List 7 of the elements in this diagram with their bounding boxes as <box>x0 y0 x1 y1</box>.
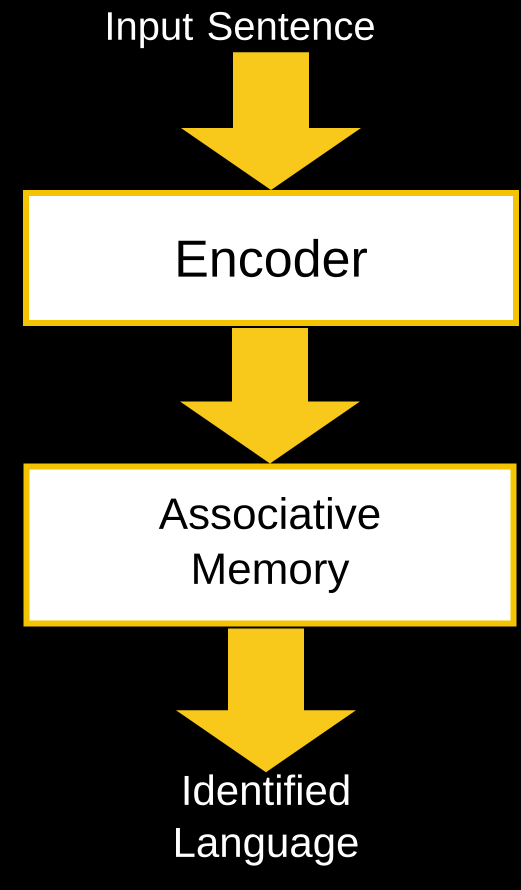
block-arrow <box>181 52 361 190</box>
process-box: Encoder <box>23 190 519 326</box>
text-label: Input Sentence <box>108 12 374 48</box>
block-arrow <box>180 328 360 464</box>
block-arrow <box>176 628 356 772</box>
text-label: Identified Language <box>176 774 358 866</box>
process-box: Associative Memory <box>24 464 516 626</box>
